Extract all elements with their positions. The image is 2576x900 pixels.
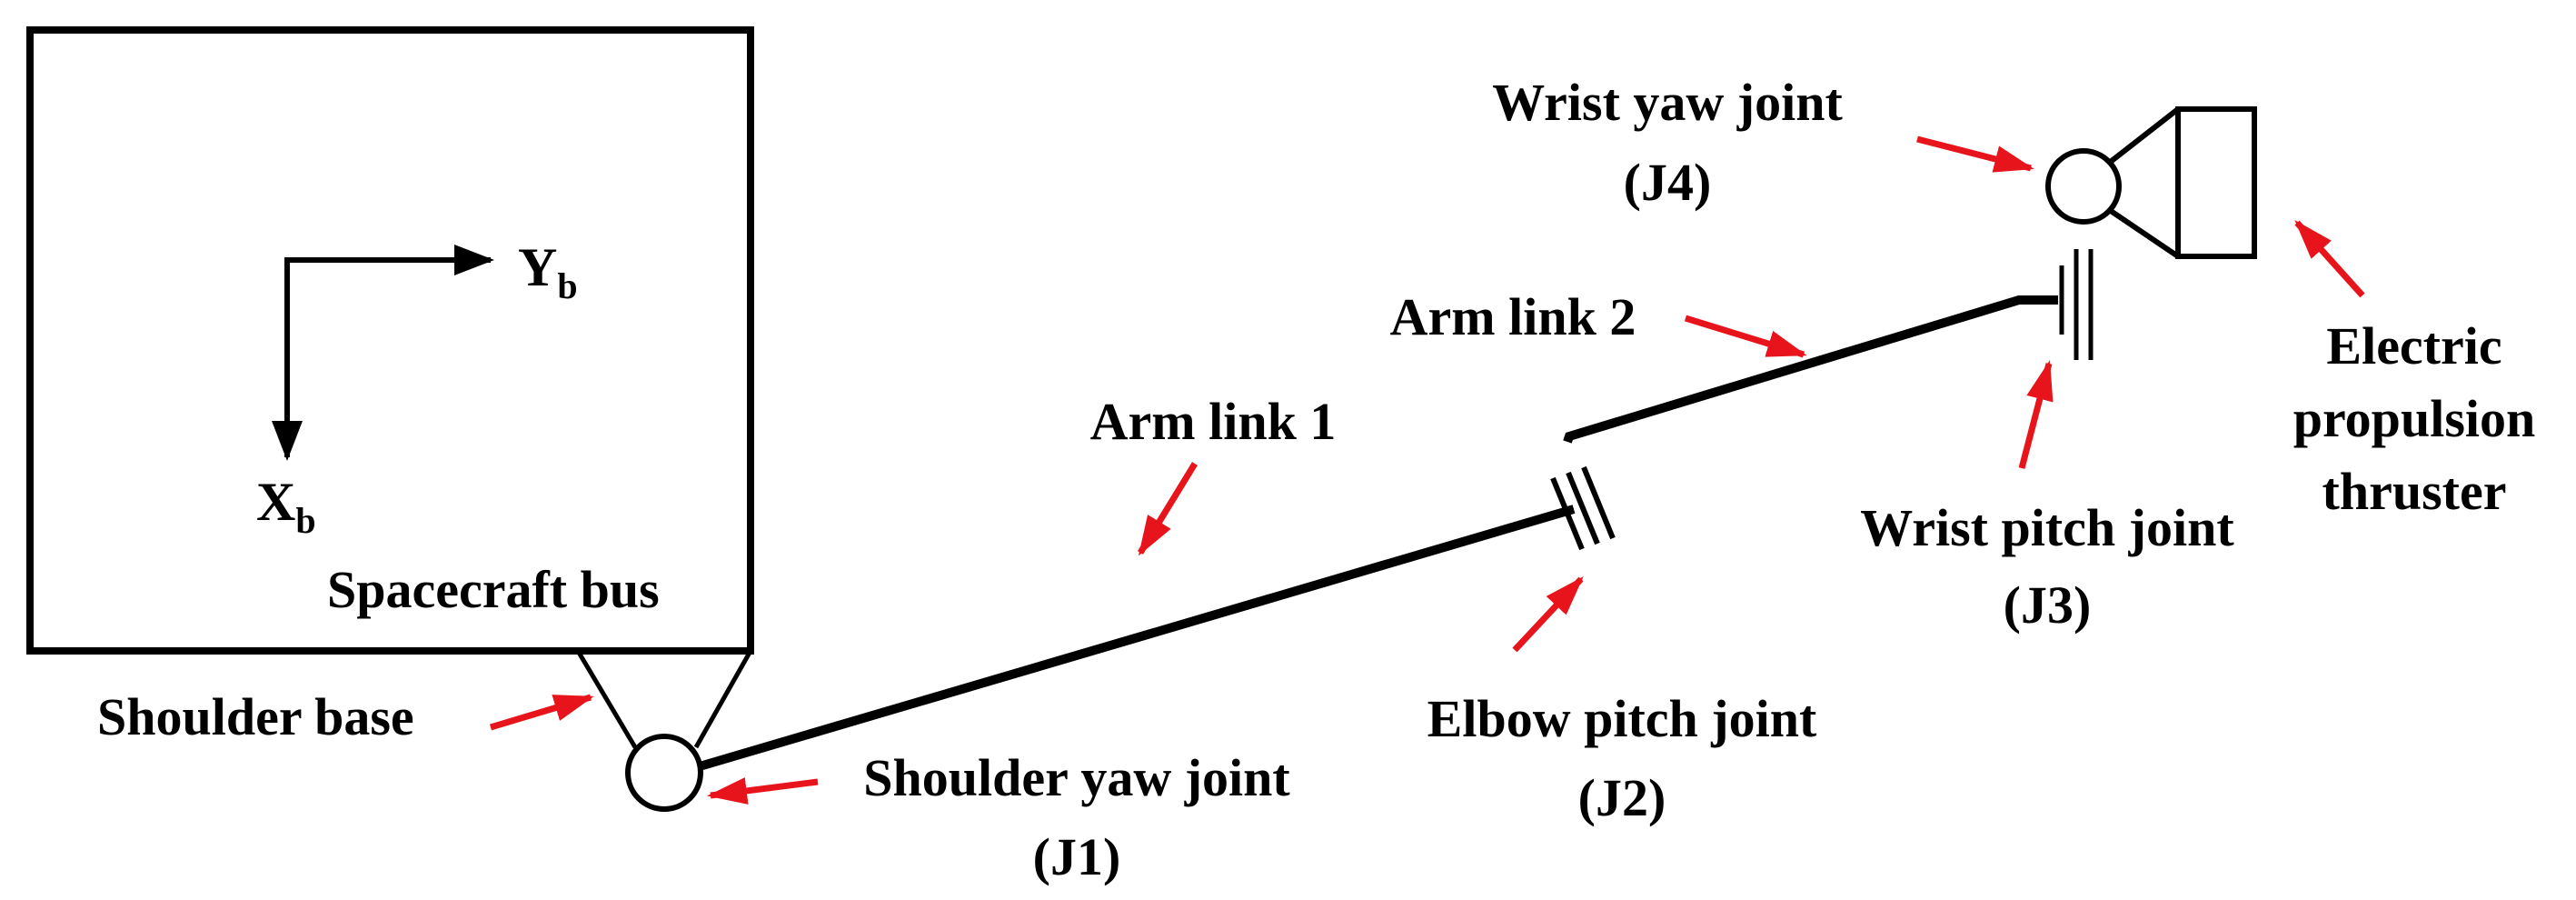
thruster-label-line-3: thruster (2322, 462, 2507, 521)
arm-link-1 (698, 505, 1576, 771)
elbow-pitch-joint-id: (J2) (1578, 768, 1666, 827)
wrist-pitch-joint-symbol (2059, 249, 2094, 360)
arm-link-2 (1563, 295, 2058, 444)
wrist-yaw-joint-label: Wrist yaw joint (1492, 73, 1843, 132)
shoulder-base-label: Shoulder base (97, 687, 414, 746)
arm-link-2-label: Arm link 2 (1390, 287, 1636, 346)
elbow-pitch-joint-symbol (1550, 465, 1616, 551)
thruster-arrow (2294, 220, 2365, 298)
elbow-pitch-joint-label: Elbow pitch joint (1427, 689, 1817, 748)
spacecraft-bus-box (26, 26, 754, 655)
body-axes: Yb Xb (256, 237, 578, 541)
electric-propulsion-thruster-shape (2106, 106, 2257, 259)
spacecraft-bus-label: Spacecraft bus (327, 560, 660, 619)
shoulder-yaw-joint-arrow (707, 777, 819, 805)
thruster-label-line-1: Electric (2326, 316, 2501, 375)
shoulder-yaw-joint-id: (J1) (1033, 827, 1121, 886)
wrist-yaw-joint-id: (J4) (1624, 153, 1712, 212)
elbow-pitch-joint-arrow (1512, 576, 1584, 653)
thruster-label-line-2: propulsion (2293, 389, 2536, 448)
shoulder-base-arrow (489, 694, 594, 731)
arm-link-1-label: Arm link 1 (1090, 392, 1337, 451)
wrist-pitch-joint-arrow (2018, 360, 2054, 469)
y-axis-label: Yb (518, 237, 578, 306)
shoulder-yaw-joint-label: Shoulder yaw joint (863, 748, 1290, 807)
shoulder-yaw-joint-circle (625, 734, 703, 812)
shoulder-base-shape (575, 649, 753, 749)
pointer-arrows (489, 135, 2365, 805)
wrist-yaw-joint-circle (2045, 148, 2122, 225)
wrist-pitch-joint-label: Wrist pitch joint (1860, 498, 2234, 557)
arm-link-1-arrow (1138, 462, 1198, 556)
wrist-yaw-joint-arrow (1916, 135, 2034, 173)
arm-link-2-arrow (1684, 315, 1807, 358)
x-axis-label: Xb (256, 472, 316, 541)
wrist-pitch-joint-id: (J3) (2004, 575, 2092, 635)
